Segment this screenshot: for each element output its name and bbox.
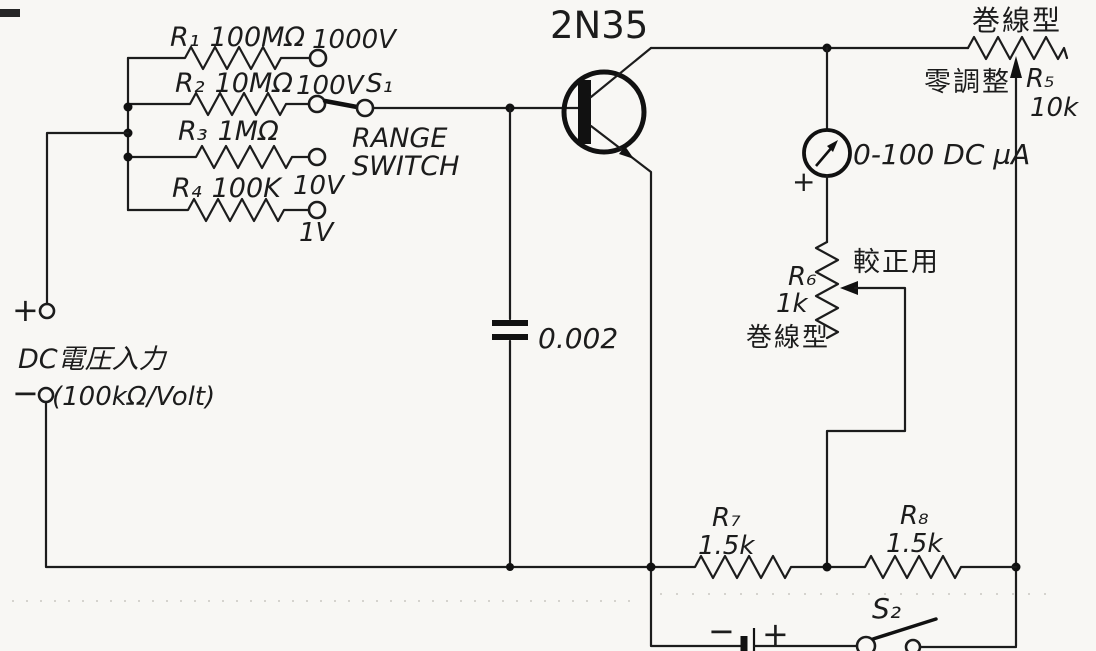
resistor-r1 [126, 45, 312, 71]
r7-value: 1.5k [698, 531, 755, 561]
s1-label: S₁ [366, 69, 393, 99]
tap-terminal-1v [307, 200, 327, 220]
range-switch-label-1: RANGE [352, 123, 447, 154]
resistor-r5 [966, 35, 1069, 61]
resistor-r4 [126, 197, 311, 223]
resistor-r3 [126, 144, 311, 170]
input-title: DC電圧入力 [18, 344, 168, 375]
tap-terminal-10v [307, 147, 327, 167]
meter-needle-arrow [827, 140, 838, 152]
meter-range-label: 0-100 DC µA [853, 138, 1030, 171]
junction-dot [123, 102, 133, 112]
emitter-lead [589, 124, 743, 648]
tap-10v-label: 10V [293, 171, 346, 201]
r5-value: 10k [1030, 93, 1079, 123]
junction-dot [646, 562, 656, 572]
r6-calibration [814, 240, 907, 569]
tap-terminal-1000v [308, 48, 328, 68]
battery-plus-sign: + [762, 615, 789, 651]
wire-input-minus [44, 400, 653, 569]
r6-value: 1k [776, 289, 809, 319]
transistor-2n35 [561, 46, 743, 648]
r6-name: R₆ [788, 262, 817, 292]
r6-function-label: 較正用 [853, 247, 940, 278]
tap-1v-label: 1V [299, 218, 336, 248]
wire-r6-wiper [825, 286, 907, 569]
tap-terminal-100v [307, 94, 327, 114]
s2-label: S₂ [872, 592, 901, 625]
input-minus-sign: − [12, 374, 39, 412]
scan-mark [0, 9, 20, 17]
r5-zero-adjust [649, 35, 1069, 648]
r6-type-label: 巻線型 [746, 323, 830, 353]
resistor-r6 [814, 240, 840, 340]
tap-100v-label: 100V [296, 71, 366, 101]
r6-wiper-arrow [840, 281, 858, 295]
switch-blade-s1 [322, 98, 360, 110]
input-plus-sign: + [12, 291, 39, 329]
resistor-r8 [825, 554, 1018, 580]
transistor-base-bar [578, 80, 591, 144]
bottom-divider [646, 554, 1018, 580]
input-minus-terminal [37, 386, 55, 404]
resistor-r7 [649, 554, 829, 580]
switch-pole-s1 [355, 98, 375, 118]
range-resistor-network [123, 45, 328, 223]
r5-type-label: 巻線型 [972, 4, 1062, 37]
battery-minus-sign: − [708, 612, 735, 650]
range-switch-label-2: SWITCH [352, 151, 459, 182]
capacitor-value: 0.002 [538, 322, 618, 355]
meter-plus-sign: + [792, 165, 815, 198]
r5-name: R₅ [1026, 64, 1055, 94]
range-switch-s1 [322, 98, 586, 118]
r7-name: R₇ [712, 503, 741, 533]
r5-function-label: 零調整 [924, 67, 1011, 98]
capacitor-0002 [492, 106, 528, 571]
dc-input [37, 131, 653, 569]
junction-dot [822, 562, 832, 572]
collector-lead [589, 46, 653, 99]
wire-input-plus [45, 131, 130, 306]
input-subtitle: (100kΩ/Volt) [52, 382, 215, 412]
switch-blade-s2 [871, 617, 938, 641]
input-plus-terminal [38, 302, 56, 320]
transistor-body [561, 69, 647, 155]
junction-dot [123, 152, 133, 162]
r8-value: 1.5k [886, 529, 943, 559]
resistor-r2 [126, 91, 311, 117]
emitter-arrow [619, 146, 634, 159]
meter-needle [815, 145, 834, 167]
battery-switch-loop [740, 617, 1018, 651]
r5-wiper-arrow [1010, 56, 1022, 78]
switch-contact-s2-right [904, 638, 922, 651]
transistor-part-number: 2N35 [550, 4, 648, 47]
r8-name: R₈ [900, 501, 929, 531]
junction-dot [506, 563, 514, 571]
tap-1000v-label: 1000V [312, 25, 398, 55]
switch-contact-s2-left [855, 635, 877, 651]
microammeter [802, 46, 852, 244]
